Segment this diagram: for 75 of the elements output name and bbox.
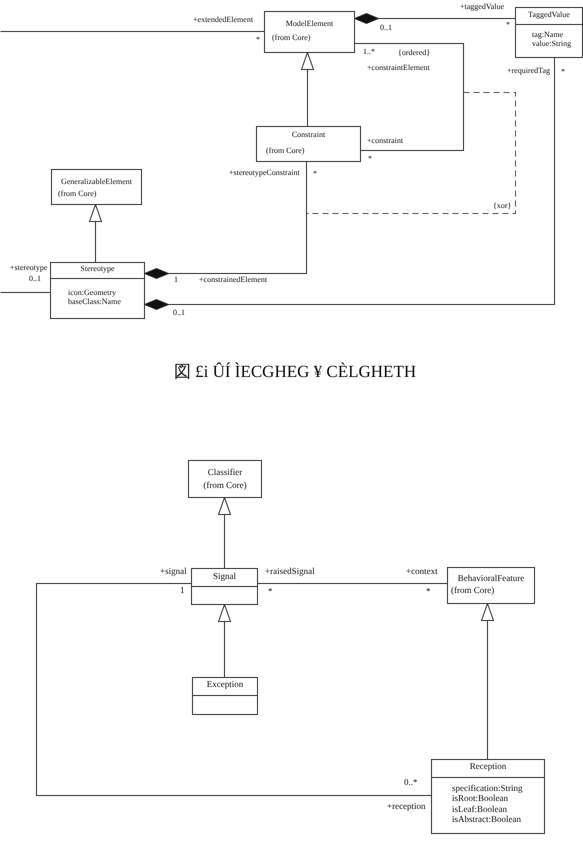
class-box [50,262,145,319]
multiplicity-label: * [561,68,565,76]
role-label: +stereotypeConstraint [229,168,300,177]
class-name: Exception [206,680,244,689]
attribute-text: baseClass:Name [68,298,121,306]
class-box [431,759,545,834]
class-box [256,126,361,162]
class-name: Signal [213,572,236,581]
class-name: GeneralizableElement [60,178,132,186]
role-label: +taggedValue [460,2,504,11]
attribute-text: isAbstract:Boolean [452,815,521,824]
class-box [188,460,262,498]
generalization-arrow [481,603,494,760]
multiplicity-label: 0..1 [380,24,392,32]
attribute-text: specification:String [452,784,522,793]
generalization-arrow [89,204,102,263]
role-label: +raisedSignal [265,566,315,576]
role-label: +context [406,566,438,576]
role-label: +constraintElement [367,64,430,72]
multiplicity-label: * [426,586,430,596]
association-line [354,43,464,151]
multiplicity-label: * [368,154,372,163]
class-name: ModelElement [286,20,334,28]
attribute-text: icon:Geometry [68,288,116,297]
composition-line [354,13,516,24]
multiplicity-label: * [268,586,272,596]
role-label: +stereotype [10,264,48,272]
role-label: +requiredTag [507,66,550,75]
multiplicity-label: 0..1 [173,308,185,317]
class-name: TaggedValue [528,10,570,19]
class-box [515,7,583,58]
role-label: +reception [387,802,426,811]
association-line [36,583,432,796]
class-name: Reception [470,762,506,771]
class-box [192,677,258,715]
attribute-text: isRoot:Boolean [452,794,508,804]
role-label: +signal [160,566,187,576]
attribute-text: value:String [532,40,572,48]
class-name: Constraint [292,130,326,139]
attribute-text: tag:Name [532,30,564,39]
package-label: (from Core) [266,146,304,155]
class-box [447,567,535,604]
package-label: (from Core) [58,190,96,198]
composition-line [144,161,307,279]
role-label: +constrainedElement [199,276,268,284]
role-label: +extendedElement [193,16,254,24]
class-name: Stereotype [80,264,115,273]
multiplicity-label: 0..* [404,778,418,787]
generalization-arrow [218,604,231,678]
constraint-label: {ordered} [398,48,430,57]
multiplicity-label: * [506,20,510,29]
association-line [0,31,265,32]
constraint-label: {xor} [493,202,512,210]
multiplicity-label: 1..* [363,48,375,56]
role-label: +constraint [367,136,404,145]
generalization-arrow [218,497,231,569]
multiplicity-label: * [256,36,260,44]
multiplicity-label: 1 [174,276,178,284]
class-name: BehavioralFeature [458,574,524,583]
association-line [0,292,51,293]
package-label: (from Core) [203,480,247,490]
multiplicity-label: 0..1 [29,274,41,283]
figure-caption: 図 £i ÛÍ ÌECGHEG ¥ CÈLGHETH [174,363,416,380]
package-label: (from Core) [451,586,494,595]
association-line [257,583,448,584]
class-box [264,11,355,53]
multiplicity-label: 1 [180,586,184,595]
package-label: (from Core) [272,34,310,42]
multiplicity-label: * [313,170,317,178]
class-box [51,169,142,205]
composition-line [144,57,555,310]
class-name: Classifier [208,468,242,477]
class-box [191,568,258,605]
attribute-text: isLeaf:Boolean [452,804,507,814]
generalization-arrow [301,52,314,127]
